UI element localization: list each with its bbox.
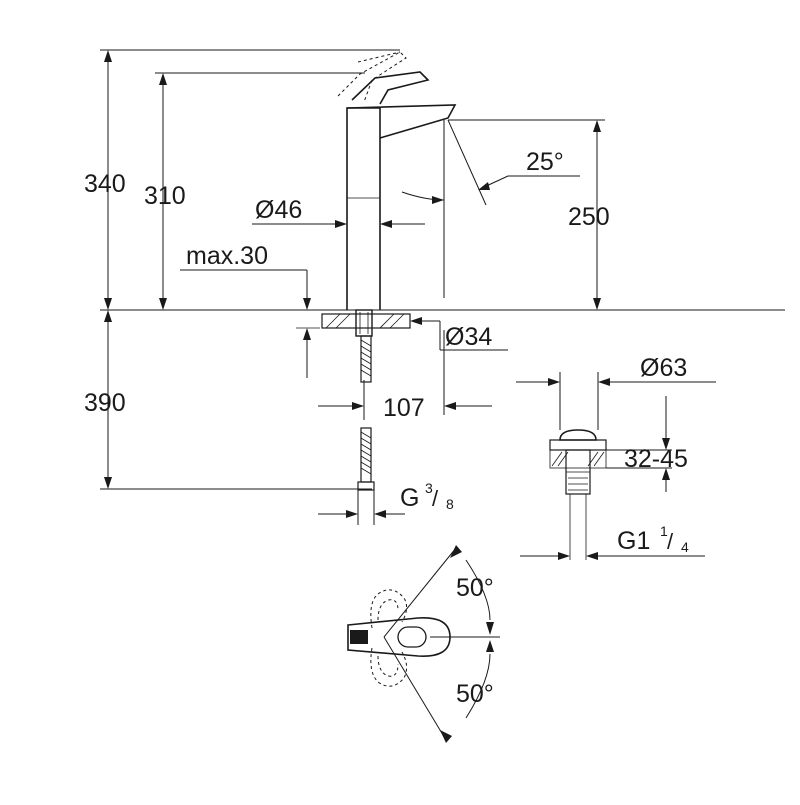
hole-diameter-dimension (410, 317, 508, 351)
supply-thread-slash: / (432, 486, 439, 511)
total-height-label: 340 (84, 170, 126, 198)
rotation-dimensions (383, 545, 500, 743)
waste-diameter-dimension (516, 372, 716, 430)
waste-thread-numerator: 1 (660, 523, 668, 539)
hole-diameter-label: Ø34 (445, 323, 492, 351)
waste-diameter-label: Ø63 (640, 354, 687, 382)
waste-range-label: 32-45 (624, 445, 688, 473)
height-dimension-lines (100, 49, 785, 490)
waste-thread-slash: / (667, 529, 674, 554)
spout-reach-dimension (318, 120, 492, 420)
waste-range-dimension (606, 396, 672, 492)
supply-thread-numerator: 3 (425, 480, 433, 496)
spout-angle-dimension (401, 119, 580, 206)
deck-section (321, 309, 411, 337)
waste-thread-main: G1 (617, 527, 650, 555)
below-deck-label: 390 (84, 389, 126, 417)
rotation-upper-label: 50° (456, 574, 494, 602)
lever-top-view (347, 589, 451, 687)
spout-height-label: 310 (144, 182, 186, 210)
supply-thread-denominator: 8 (446, 496, 454, 512)
rotation-lower-label: 50° (456, 680, 494, 708)
faucet-body (337, 51, 457, 310)
body-diameter-label: Ø46 (255, 196, 302, 224)
supply-thread-main: G (400, 484, 419, 512)
waste-valve (549, 429, 607, 560)
supply-hose (357, 335, 375, 491)
supply-thread-dimension (318, 490, 405, 525)
spout-reach-label: 107 (383, 394, 425, 422)
waste-thread-denominator: 4 (681, 539, 689, 555)
deck-max-label: max.30 (186, 242, 268, 270)
outlet-height-dimension (448, 119, 605, 310)
body-diameter-dimension (252, 220, 425, 228)
outlet-height-label: 250 (568, 203, 610, 231)
spout-angle-label: 25° (526, 148, 564, 176)
waste-thread-dimension (520, 552, 705, 560)
deck-thickness-dimension (180, 269, 320, 378)
